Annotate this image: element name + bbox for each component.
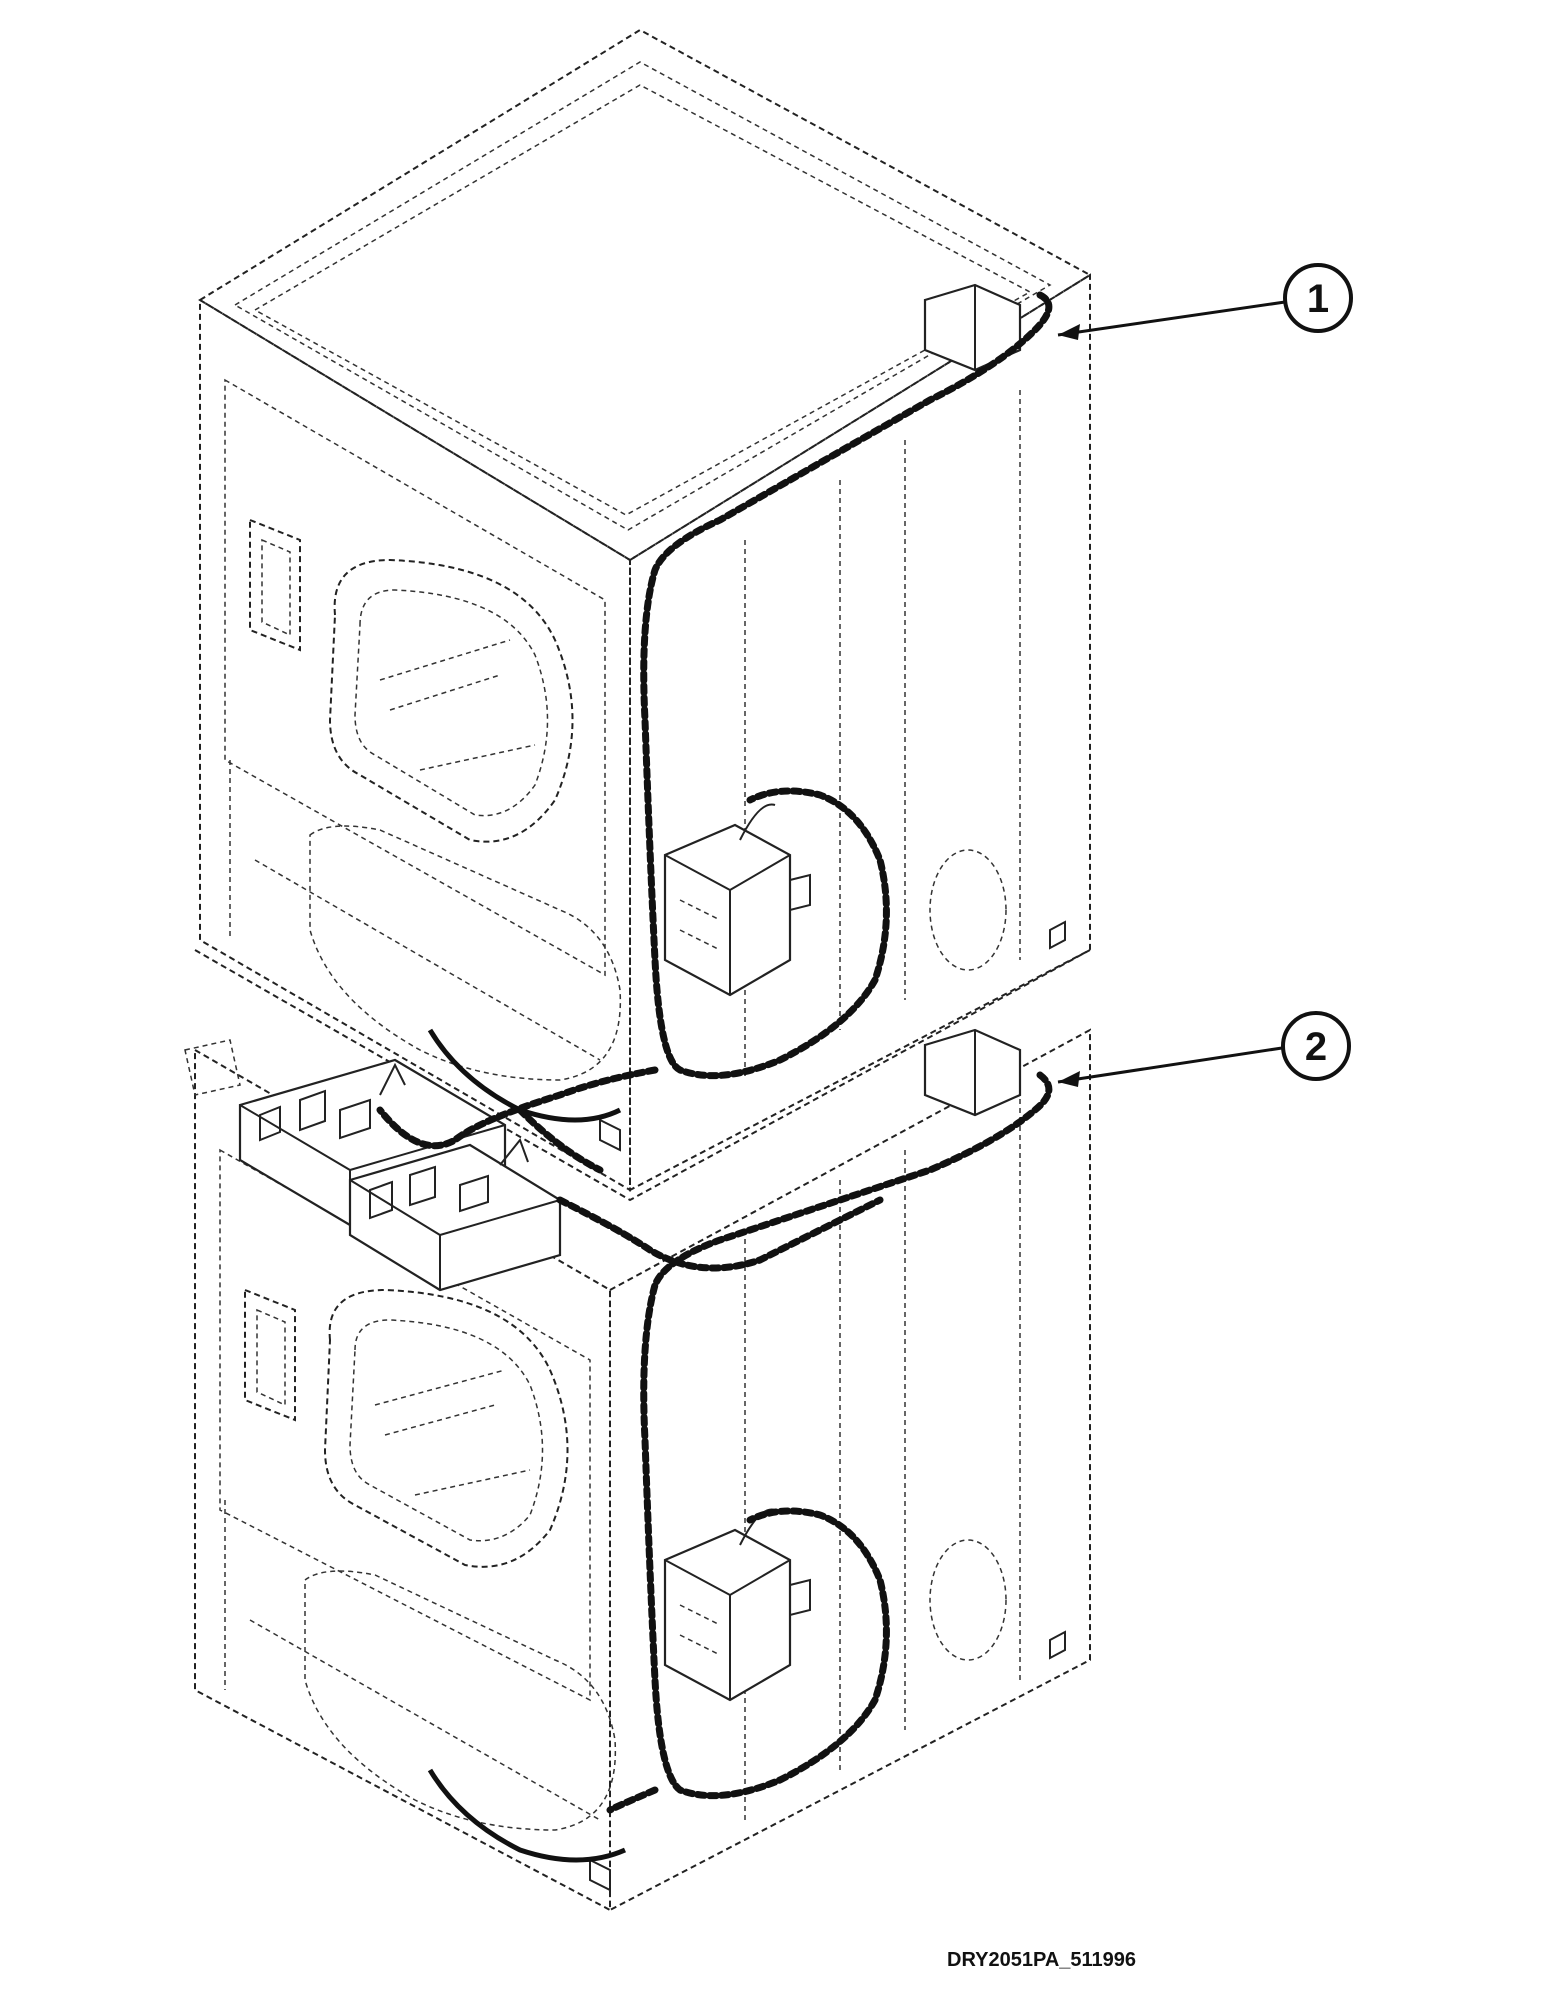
callout-1-label: 1: [1307, 277, 1329, 321]
control-modules: [184, 1039, 562, 1292]
lower-top-edge: [194, 949, 1091, 1202]
lower-side-face: [609, 1028, 1091, 1912]
upper-side-face: [629, 273, 1091, 1192]
callout-1-arrowhead: [1058, 324, 1080, 340]
callout-2-arrowhead: [1058, 1071, 1080, 1087]
callout-2-leader: [1057, 1046, 1283, 1084]
callout-2-circle: [1281, 1011, 1351, 1081]
lower-vent-hose: [427, 1768, 627, 1863]
upper-wire-harness: [640, 291, 1053, 1080]
lower-dryer-unit: [194, 949, 1091, 1912]
callout-1-leader: [1057, 300, 1286, 337]
upper-sensor-assembly: [663, 803, 811, 997]
upper-top-panel: [198, 28, 1092, 562]
figure-id: DRY2051PA_511996: [947, 1949, 1136, 1971]
lower-sensor-assembly: [663, 1508, 811, 1702]
upper-control-handle: [249, 518, 301, 652]
lower-terminal-block: [923, 1028, 1022, 1117]
callout-2: 2: [1057, 1011, 1351, 1087]
lower-control-handle: [244, 1288, 296, 1422]
upper-front-face: [199, 298, 631, 1192]
upper-door: [328, 558, 574, 843]
callout-1-circle: [1283, 263, 1353, 333]
lower-door: [323, 1288, 569, 1568]
callout-1: 1: [1057, 263, 1353, 340]
lower-front-face: [194, 1048, 611, 1912]
lower-wire-harness: [640, 1071, 1053, 1800]
upper-dryer-unit: [198, 28, 1092, 1192]
callout-2-label: 2: [1305, 1025, 1327, 1069]
